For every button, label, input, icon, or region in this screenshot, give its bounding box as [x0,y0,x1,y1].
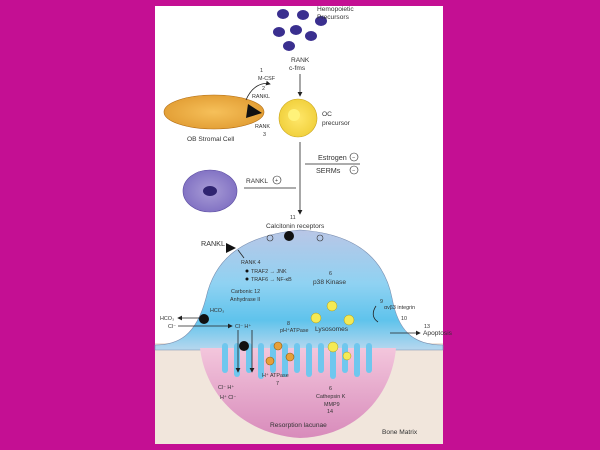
ph-label: pH⁺ATPase [280,328,309,334]
num-2: 2 [262,86,265,92]
c-fms-label: c-fms [289,65,306,72]
lysosome [327,341,339,353]
hemopoietic-label-2: Precursors [317,14,350,21]
resorption-label: Resorption lacunae [270,422,327,429]
chloride-exchanger [199,314,209,324]
cl-out-label: Cl⁻ [168,324,176,330]
rank-4-label: RANK 4 [241,260,260,266]
precursor-cell [277,9,289,19]
serms-minus-symbol [349,165,359,175]
ruffled-border [222,343,372,379]
num-13: 13 [424,324,430,330]
carbonic-label-2: Anhydrase II [230,297,260,303]
num-9: 9 [380,299,383,305]
hemopoietic-precursors [273,9,327,51]
m-csf-label: M-CSF [258,76,276,82]
traf6-label: TRAF6 → NF-κB [251,277,292,283]
enzyme-granule [265,356,275,366]
estrogen-label: Estrogen [318,153,347,162]
hco3-out-label: HCO₃ [160,316,174,322]
ob-stromal-label: OB Stromal Cell [187,136,235,143]
precursor-cell [290,25,302,35]
mcsf-arrow [245,80,271,101]
num-3: 3 [263,132,266,138]
oc-precursor-nucleus [288,109,300,121]
oc-precursor-label-1: OC [322,111,332,118]
calcitonin-receptor [284,231,294,241]
lysosome [342,351,352,361]
carbonic-label-1: Carbonic 12 [231,289,260,295]
calcitonin-receptor-small [266,234,274,242]
cathepsin-label: Cathepsin K [316,394,346,400]
precursor-cell [283,41,295,51]
num-14: 14 [327,409,333,415]
h-cl-lower-label: H⁺ Cl⁻ [220,395,236,401]
num-1: 1 [260,68,263,74]
serms-minus: − [352,168,355,174]
rankl-osteo-wedge [226,243,236,253]
rankl-label-top: RANKL [252,94,270,100]
p38-label: p38 Kinase [313,279,346,286]
num-8: 8 [287,321,290,327]
traf6-dot [245,277,249,281]
apoptosis-label: Apoptosis [423,330,453,337]
proton-pump [239,341,249,351]
rank-link [237,249,245,259]
mature-precursor-nucleus [203,186,217,196]
lysosome [343,314,355,326]
hco3-in-label: HCO₃ [210,308,224,314]
precursor-cell [305,31,317,41]
calcitonin-label: Calcitonin receptors [266,223,325,230]
precursor-cell [315,16,327,26]
rankl-plus-symbol [272,175,282,185]
h-atpase-label: H⁺ ATPase [262,373,289,379]
enzyme-granule [273,341,283,351]
num-7: 7 [276,381,279,387]
cathepsin-num: 6 [329,386,332,392]
hemopoietic-label-1: Hemopoietic [317,6,354,13]
rankl-plus: + [275,178,278,184]
calcitonin-receptor-small [316,234,324,242]
rankl-label-mid: RANKL [246,178,268,185]
integrin-bracket [372,305,379,323]
lysosomes-label: Lysosomes [315,326,349,333]
cl-h-in-label: Cl⁻ H⁺ [235,324,251,330]
enzyme-granule [285,352,295,362]
estrogen-minus: − [352,155,355,161]
oc-precursor-label-2: precursor [322,120,351,127]
cl-h-lower-label: Cl⁻ H⁺ [218,385,234,391]
num-10: 10 [401,316,407,322]
lysosome [326,300,338,312]
rank-label-ob: RANK [255,124,270,130]
traf2-label: TRAF2 → JNK [251,269,287,275]
traf2-dot [245,269,249,273]
rankl-receptor-wedge [246,104,262,118]
rank-label-top: RANK [291,57,310,64]
mmp9-label: MMP9 [324,402,340,408]
rankl-label-osteo: RANKL [201,239,225,248]
estrogen-minus-symbol [349,152,359,162]
serms-label: SERMs [316,166,341,175]
num-6: 6 [329,271,332,277]
integrin-label: αvβ3 integrin [384,305,415,311]
precursor-cell [273,27,285,37]
lysosome [310,312,322,324]
precursor-cell [297,10,309,20]
ob-stromal-cell [163,94,265,130]
num-11: 11 [290,215,296,221]
bone-matrix-label: Bone Matrix [382,429,418,436]
